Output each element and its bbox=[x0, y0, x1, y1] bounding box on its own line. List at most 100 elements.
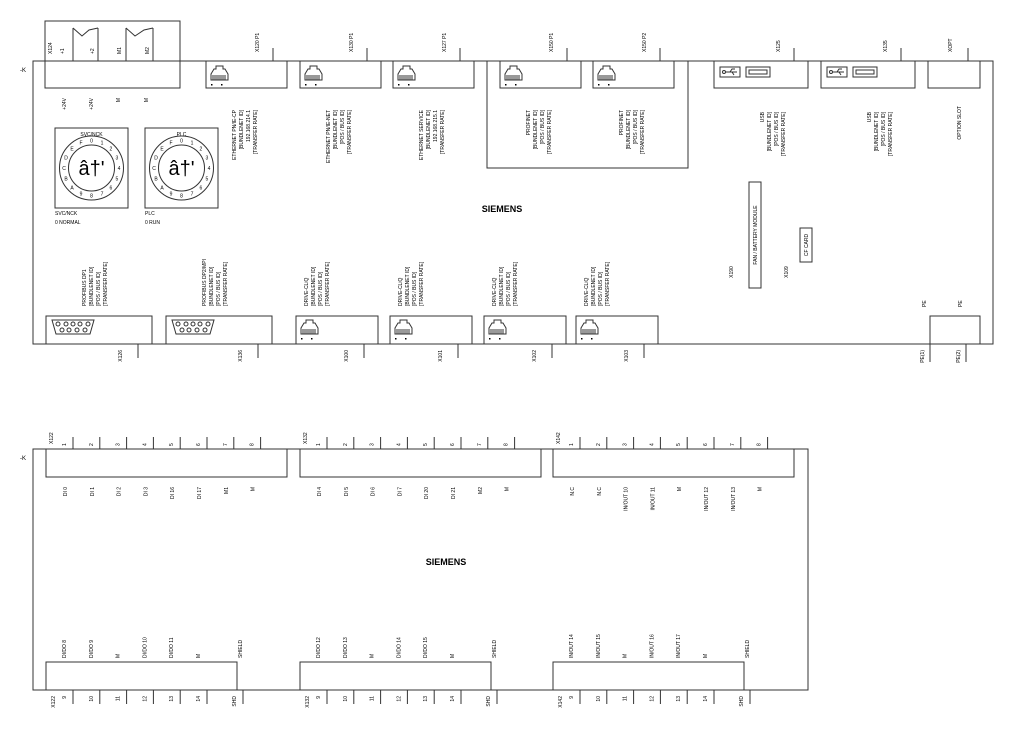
port-id-label: X101 bbox=[438, 350, 444, 362]
terminal-signal-label: M2 bbox=[478, 487, 484, 494]
rj45-led bbox=[591, 338, 593, 340]
port-description-line: [POS / BUS ID] bbox=[340, 109, 346, 144]
port-description-line: [TRANSFER RATE] bbox=[325, 261, 331, 306]
terminal-id-label: X142 bbox=[556, 432, 562, 444]
terminal-signal-label: M bbox=[505, 487, 511, 491]
switch-position-digit: 0 bbox=[180, 139, 183, 145]
port-id-label: X150 P1 bbox=[549, 33, 555, 52]
rj45-port-icon bbox=[580, 319, 599, 340]
terminal-signal-label: DI 17 bbox=[197, 487, 203, 499]
terminal-id-label: X122 bbox=[51, 696, 57, 708]
terminal-pin-number: 10 bbox=[343, 696, 349, 702]
terminal-block bbox=[552, 448, 795, 478]
db9-pin bbox=[179, 327, 185, 333]
port-description-line: [POS / BUS ID] bbox=[633, 109, 639, 144]
switch-caption: SVC/NCK bbox=[55, 211, 78, 217]
db9-outline bbox=[171, 319, 215, 335]
terminal-signal-label: IN/OUT 16 bbox=[649, 634, 655, 658]
switch-position-digit: 2 bbox=[110, 147, 113, 153]
terminal-signal-label: IN/OUT 12 bbox=[704, 487, 710, 511]
db9-pin bbox=[205, 321, 211, 327]
port-description-line: [TRANSFER RATE] bbox=[223, 261, 229, 306]
rj45-outline bbox=[597, 65, 616, 81]
port-description-line: DRIVE-CLiQ bbox=[584, 278, 590, 306]
rj45-led bbox=[305, 84, 307, 86]
switch-position-digit: 6 bbox=[200, 185, 203, 191]
switch-frame bbox=[54, 127, 129, 209]
rj45-led bbox=[505, 84, 507, 86]
terminal-signal-label: DI/DO 10 bbox=[142, 637, 148, 658]
terminal-signal-label: M1 bbox=[224, 487, 230, 494]
switch-position-digit: B bbox=[154, 177, 158, 183]
port-box bbox=[295, 315, 379, 345]
rj45-port-icon bbox=[394, 319, 413, 340]
terminal-signal-label: M bbox=[251, 487, 257, 491]
rj45-outline bbox=[394, 319, 413, 335]
rj45-outline bbox=[580, 319, 599, 335]
fan-module-label: FAN / BATTERY MODULE bbox=[753, 205, 759, 265]
terminal-pin-number: 14 bbox=[703, 696, 709, 702]
terminal-pin-number: 4 bbox=[396, 443, 402, 446]
switch-position-digit: 4 bbox=[208, 166, 211, 172]
terminal-pin-number: 13 bbox=[169, 696, 175, 702]
terminal-signal-label: DI/DO 8 bbox=[62, 640, 68, 658]
terminal-signal-label: SHIELD bbox=[745, 640, 751, 658]
switch-position-digit: 9 bbox=[80, 191, 83, 197]
port-id-label: X127 P1 bbox=[442, 33, 448, 52]
switch-title: SVC/NCK bbox=[80, 132, 103, 138]
switch-position-digit: 1 bbox=[191, 141, 194, 147]
switch-position-digit: B bbox=[64, 177, 68, 183]
switch-position-digit: 5 bbox=[116, 177, 119, 183]
port-id-label: X136 bbox=[238, 350, 244, 362]
brand-label: SIEMENS bbox=[482, 204, 523, 214]
terminal-signal-label: DI/DO 11 bbox=[169, 637, 175, 658]
switch-pointer-icon: â†' bbox=[78, 158, 104, 180]
port-id-label: X103 bbox=[624, 350, 630, 362]
port-description-line: [TRANSFER RATE] bbox=[781, 111, 787, 156]
rj45-led bbox=[398, 84, 400, 86]
terminal-block bbox=[552, 661, 745, 691]
port-description-line: [POS / BUS ID] bbox=[881, 111, 887, 146]
switch-position-digit: 8 bbox=[180, 194, 183, 200]
pe-label: PE bbox=[922, 300, 928, 307]
terminal-pin-number: 5 bbox=[423, 443, 429, 446]
usb-socket bbox=[852, 66, 878, 78]
terminal-signal-label: DI 21 bbox=[451, 487, 457, 499]
terminal-block bbox=[45, 448, 288, 478]
rj45-outline bbox=[504, 65, 523, 81]
switch-position-digit: 7 bbox=[191, 191, 194, 197]
db9-pin bbox=[190, 321, 196, 327]
port-description-line: [POS / BUS ID] bbox=[506, 271, 512, 306]
device-designation: -K bbox=[20, 68, 26, 74]
db9-pin bbox=[63, 321, 69, 327]
terminal-pin-number: 11 bbox=[623, 696, 629, 701]
port-description-line: [BUNDLENET ID] bbox=[426, 109, 432, 149]
